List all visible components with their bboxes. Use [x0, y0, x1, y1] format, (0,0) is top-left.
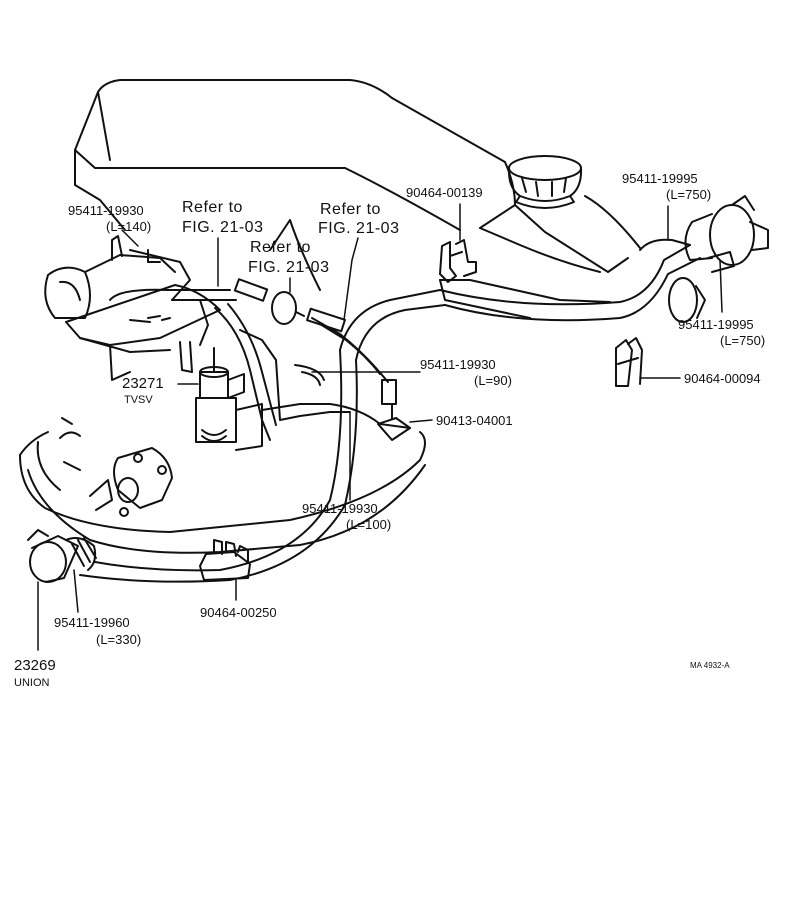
hose-750-upper-part-label: 95411-19995: [622, 171, 698, 186]
fig-21-03-label-2: FIG. 21-03: [248, 259, 330, 276]
throttle-body: [59, 417, 173, 517]
union-name-label: UNION: [14, 677, 50, 689]
hose-750-lower-part-label: 95411-19995: [678, 317, 754, 332]
tvsv-name-label: TVSV: [124, 394, 153, 406]
leader-lines: [37, 203, 723, 651]
clamp-00094: [615, 337, 643, 387]
hose-750-upper-length-label: (L=750): [666, 187, 712, 202]
hose-750-lower-length-label: (L=750): [720, 333, 766, 348]
hose-90-length-label: (L=90): [474, 373, 512, 388]
hose-fittings: [233, 278, 411, 441]
tvsv-part-label: 23271: [122, 375, 164, 392]
hose-330-length-label: (L=330): [96, 632, 142, 647]
hose-140-part-label: 95411-19930: [68, 203, 144, 218]
drawing-code-label: MA 4932-A: [690, 661, 730, 670]
union-part-label: 23269: [14, 657, 56, 674]
hose-100-part-label: 95411-19930: [302, 501, 378, 516]
fig-21-03-label-1: FIG. 21-03: [182, 219, 264, 236]
clamp-00139: [439, 239, 477, 283]
radiator-cap: [507, 155, 583, 209]
hose-330-part-label: 95411-19960: [54, 615, 130, 630]
tvsv-valve-body: [195, 347, 263, 451]
vacuum-hoses: [19, 219, 735, 583]
clamp-00094-label: 90464-00094: [684, 371, 761, 386]
hose-140-length-label: (L=140): [106, 219, 152, 234]
hose-100-length-label: (L=100): [346, 517, 392, 532]
refer-to-label-2: Refer to: [250, 239, 311, 256]
hose-90-part-label: 95411-19930: [420, 357, 496, 372]
union-fitting: [27, 529, 97, 583]
refer-to-label-3: Refer to: [320, 201, 381, 218]
union-04001-label: 90413-04001: [436, 413, 513, 428]
clamp-00250-label: 90464-00250: [200, 605, 277, 620]
cylinder-head-cover: [74, 79, 506, 231]
clamp-00250: [199, 539, 251, 581]
refer-to-label-1: Refer to: [182, 199, 243, 216]
carburetor-assembly: [44, 235, 221, 381]
fig-21-03-label-3: FIG. 21-03: [318, 220, 400, 237]
vacuum-canister: [668, 195, 769, 323]
clamp-00139-label: 90464-00139: [406, 185, 483, 200]
